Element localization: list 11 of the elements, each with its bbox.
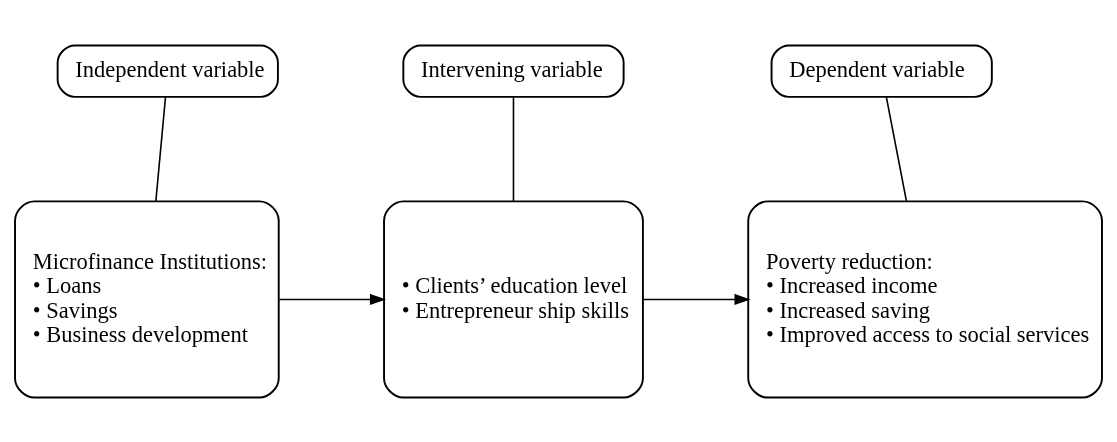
node-box: Dependent variable <box>770 43 993 98</box>
node-box: Microfinance Institutions: • Loans • Savings • Business development <box>14 199 280 399</box>
node-box: Intervening variable <box>402 43 625 98</box>
arrow <box>278 293 387 305</box>
connector <box>885 96 908 202</box>
arrow <box>642 293 751 305</box>
node-box: • Clients’ education level • Entrepreneur ship skills <box>383 199 644 399</box>
connector <box>512 96 515 202</box>
node-box: Independent variable <box>56 43 279 98</box>
connector <box>155 96 167 202</box>
node-box: Poverty reduction: • Increased income • Increased saving • Improved access to social services <box>747 199 1103 399</box>
